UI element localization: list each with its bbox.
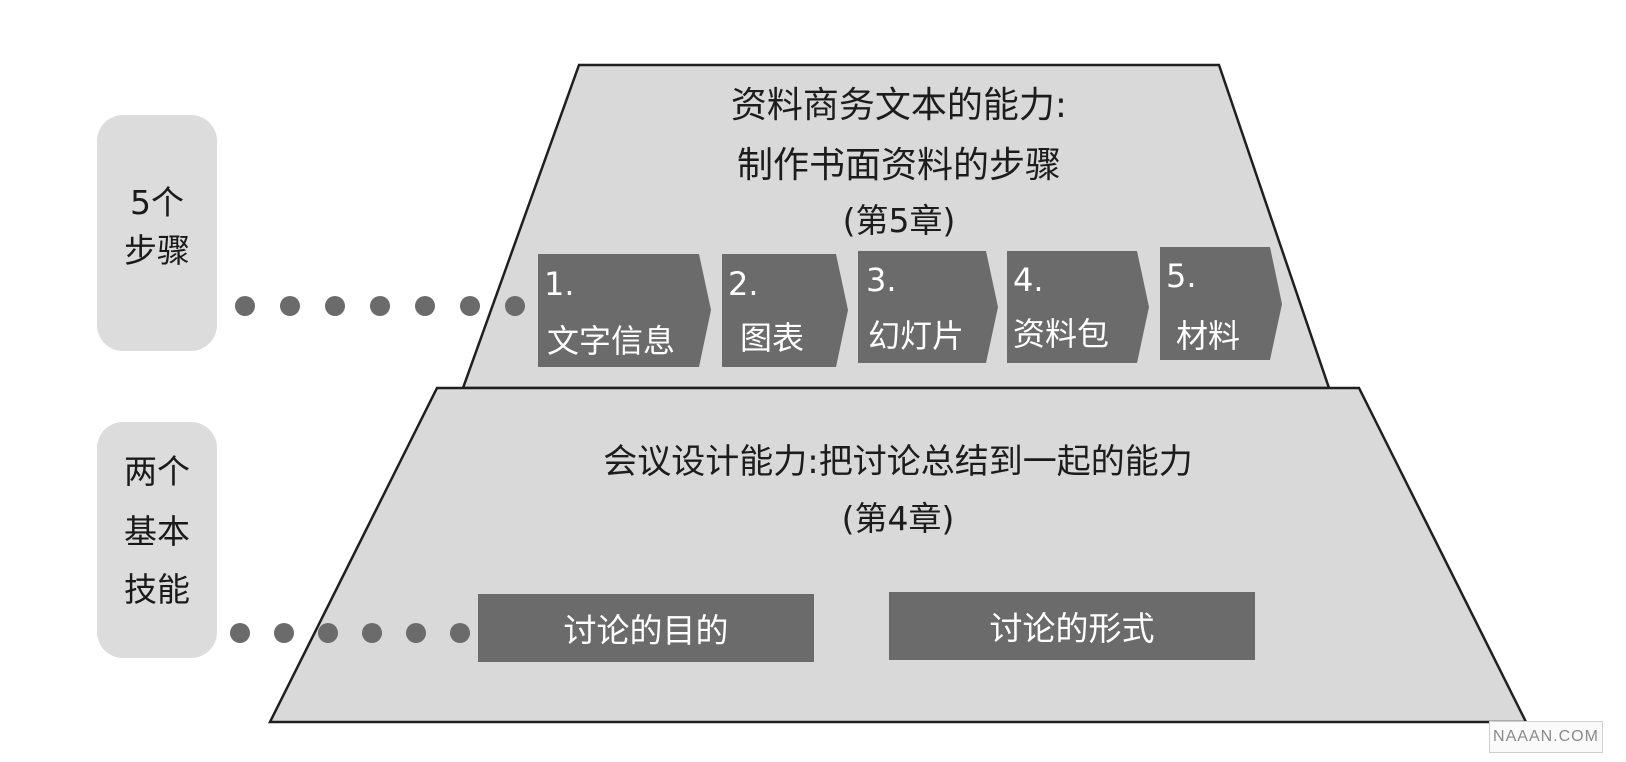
step-3-number: 3. <box>866 261 897 299</box>
connector-dot <box>370 296 390 316</box>
steps-connector-dots <box>190 296 525 316</box>
step-5-number: 5. <box>1166 257 1197 295</box>
step-box-3 <box>858 251 998 363</box>
connector-dot <box>362 623 382 643</box>
connector-dot <box>406 623 426 643</box>
step-1-label: 文字信息 <box>547 322 676 360</box>
step-2-label: 图表 <box>740 319 805 357</box>
connector-dot <box>280 296 300 316</box>
step-box-2 <box>722 254 848 367</box>
top-tier-title-line2: 制作书面资料的步骤 <box>736 145 1061 186</box>
skill-box-format: 讨论的形式 <box>889 592 1255 660</box>
connector-dot <box>230 623 250 643</box>
top-tier-chapter: (第5章) <box>842 201 956 240</box>
bottom-tier-chapter: (第4章) <box>841 499 955 538</box>
skills-connector-dots <box>186 623 470 643</box>
step-1-number: 1. <box>544 265 575 303</box>
connector-dot <box>415 296 435 316</box>
steps-side-label-line1: 5个 <box>130 183 184 222</box>
step-5-label: 材料 <box>1176 317 1241 355</box>
bottom-tier-title: 会议设计能力:把讨论总结到一起的能力 <box>603 442 1193 482</box>
connector-dot <box>505 296 525 316</box>
step-2-number: 2. <box>728 265 759 303</box>
connector-dot <box>274 623 294 643</box>
steps-side-label-line2: 步骤 <box>124 231 190 270</box>
skills-side-label-line3: 技能 <box>124 570 190 609</box>
step-4-number: 4. <box>1013 261 1044 299</box>
step-4-label: 资料包 <box>1013 315 1110 353</box>
step-box-5 <box>1160 247 1282 360</box>
steps-side-label: 5个 步骤 <box>97 115 217 351</box>
skill-box-purpose: 讨论的目的 <box>478 594 814 662</box>
top-tier-titles: 资料商务文本的能力: 制作书面资料的步骤 (第5章) <box>579 70 1219 250</box>
connector-dot <box>235 296 255 316</box>
step-3-label: 幻灯片 <box>868 317 965 355</box>
bottom-tier-titles: 会议设计能力:把讨论总结到一起的能力 (第4章) <box>437 430 1359 540</box>
skills-side-label-line1: 两个 <box>124 452 190 491</box>
top-tier-title-line1: 资料商务文本的能力: <box>730 85 1068 126</box>
step-box-1 <box>538 254 711 367</box>
step-box-4 <box>1007 251 1149 363</box>
connector-dot <box>325 296 345 316</box>
connector-dot <box>460 296 480 316</box>
watermark: NAAAN.COM <box>1489 721 1603 753</box>
connector-dot <box>450 623 470 643</box>
skills-side-label-line2: 基本 <box>124 512 190 551</box>
skills-side-label: 两个 基本 技能 <box>97 422 217 658</box>
connector-dot <box>318 623 338 643</box>
